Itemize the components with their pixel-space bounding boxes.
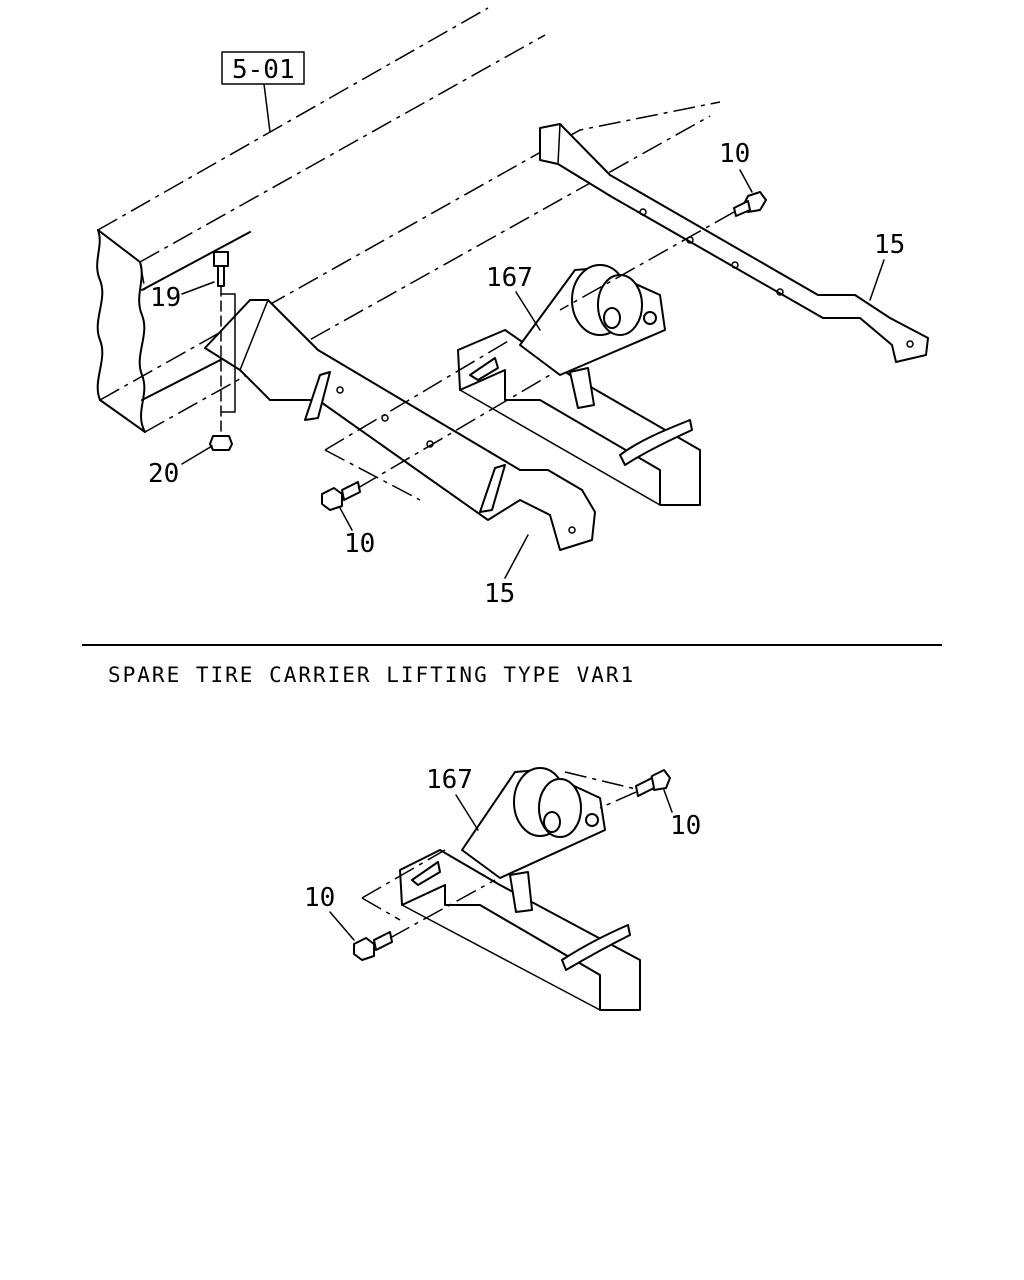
frame-rail [96,7,721,433]
callout-10-left: 10 [344,529,375,559]
callout-10-top-right: 10 [719,139,750,169]
section-title: SPARE TIRE CARRIER LIFTING TYPE VAR1 [108,663,635,687]
bracket-left [204,299,596,551]
reference-label: 5-01 [232,55,295,85]
winch-upper [457,264,701,506]
callout-20: 20 [148,459,179,489]
nut-20 [209,435,233,451]
winch-lower [399,767,641,1011]
callout-167-lower: 167 [426,765,473,795]
callout-10-lower-left: 10 [304,883,335,913]
callout-167-upper: 167 [486,263,533,293]
reference-box-5-01: 5-01 [221,51,305,133]
bolt-19 [213,251,236,433]
bolt-10-lower-right [599,769,671,809]
callout-15-left: 15 [484,579,515,609]
bolt-10-top-right [559,191,767,311]
bracket-right [539,123,929,363]
callout-19: 19 [150,283,181,313]
callout-10-lower-right: 10 [670,811,701,841]
callout-15-right: 15 [874,230,905,260]
bolt-10-lower-left [353,849,496,961]
bolt-10-left [321,339,551,511]
